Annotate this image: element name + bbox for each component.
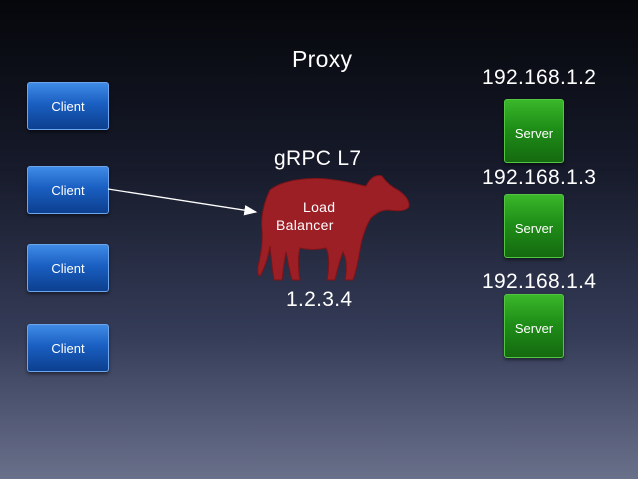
proxy-title: Proxy xyxy=(292,46,353,72)
load-balancer-label-line2: Balancer xyxy=(276,217,334,233)
protocol-label: gRPC L7 xyxy=(274,147,362,170)
client-box-3: Client xyxy=(27,244,109,292)
client-label: Client xyxy=(51,182,85,198)
server-label: Server xyxy=(514,221,554,236)
client-box-4: Client xyxy=(27,324,109,372)
server-box-2: Server xyxy=(504,194,564,258)
client-box-1: Client xyxy=(27,82,109,130)
proxy-address: 1.2.3.4 xyxy=(286,288,353,311)
load-balancer-cow-icon xyxy=(257,175,410,281)
server-box-1: Server xyxy=(504,99,564,163)
server-label: Server xyxy=(514,126,554,141)
client-label: Client xyxy=(51,340,85,356)
server-ip-2: 192.168.1.3 xyxy=(482,166,597,189)
server-box-3: Server xyxy=(504,294,564,358)
client-label: Client xyxy=(51,260,85,276)
server-ip-1: 192.168.1.2 xyxy=(482,66,597,89)
server-ip-3: 192.168.1.4 xyxy=(482,270,597,293)
client-label: Client xyxy=(51,98,85,114)
client-box-2: Client xyxy=(27,166,109,214)
server-label: Server xyxy=(514,321,554,336)
load-balancer-label-line1: Load xyxy=(303,199,336,215)
client-to-proxy-arrow xyxy=(107,188,258,216)
